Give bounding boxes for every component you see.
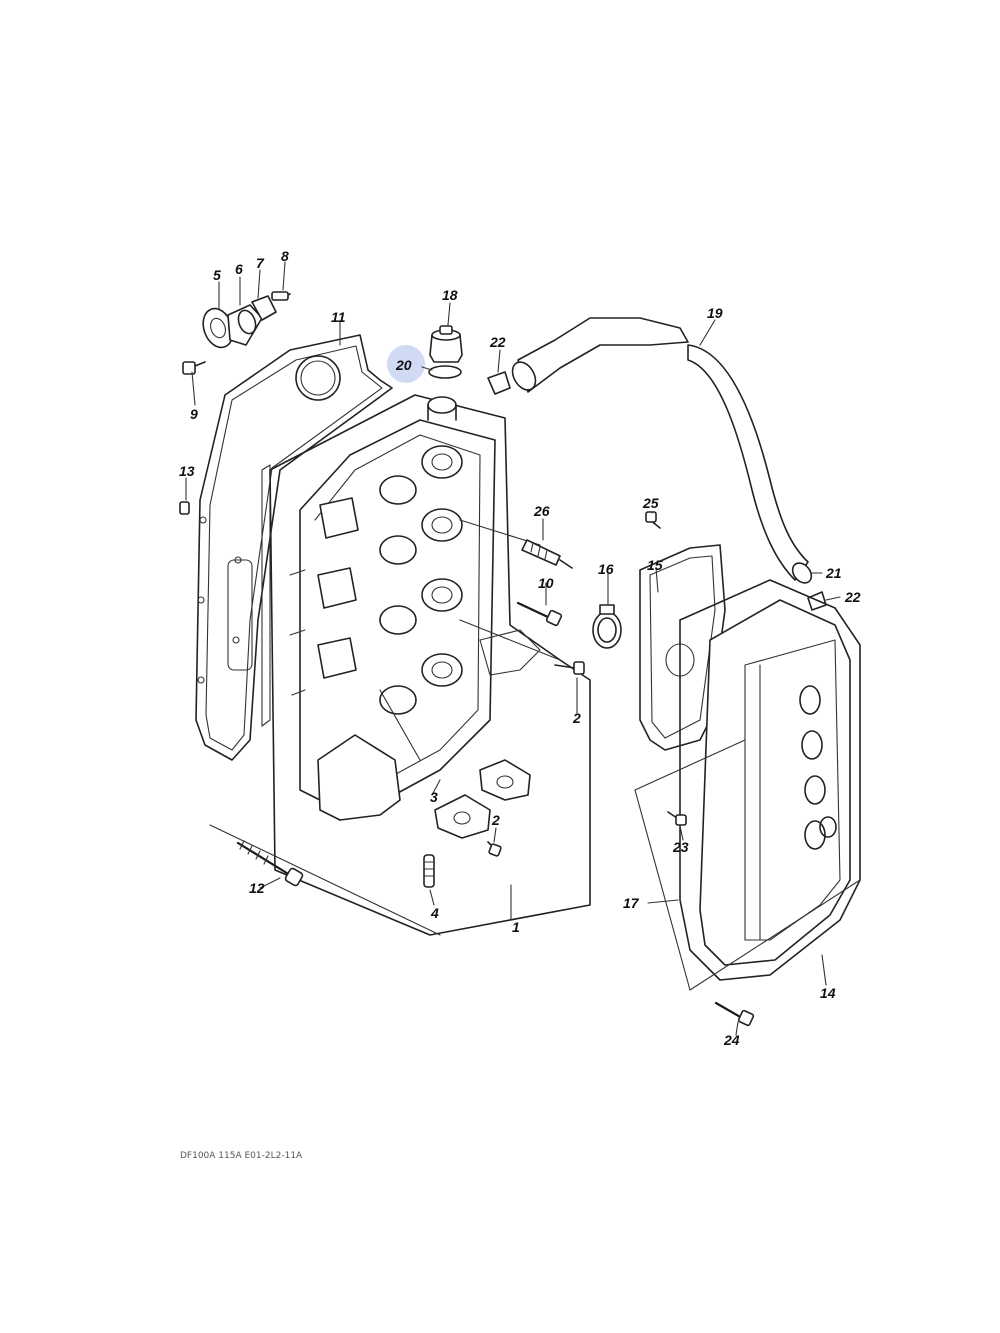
dowel-13 — [179, 501, 190, 515]
thermostat-group — [182, 291, 291, 375]
selected-callout-highlight — [387, 345, 425, 383]
breather-hose — [487, 317, 827, 611]
callout-9[interactable]: 9 — [190, 406, 198, 422]
cylinder-head — [269, 394, 591, 936]
callout-12[interactable]: 12 — [249, 880, 265, 896]
callout-14[interactable]: 14 — [820, 985, 836, 1001]
leader-lines — [185, 261, 841, 1036]
cam-caps — [434, 661, 585, 857]
callout-4[interactable]: 4 — [430, 905, 439, 921]
callout-2-lower[interactable]: 2 — [491, 812, 500, 828]
callout-10[interactable]: 10 — [538, 575, 554, 591]
head-cover — [634, 579, 861, 1027]
callout-22-lower[interactable]: 22 — [844, 589, 861, 605]
callout-26[interactable]: 26 — [533, 503, 550, 519]
bolt-12 — [209, 824, 441, 936]
callout-19[interactable]: 19 — [707, 305, 723, 321]
callout-20[interactable]: 20 — [395, 357, 412, 373]
callout-23[interactable]: 23 — [672, 839, 689, 855]
callout-2-upper[interactable]: 2 — [572, 710, 581, 726]
callout-5[interactable]: 5 — [213, 267, 221, 283]
oil-filler-cap — [428, 325, 463, 379]
cam-lobes — [379, 445, 463, 715]
callout-16[interactable]: 16 — [598, 561, 614, 577]
callout-24[interactable]: 24 — [723, 1032, 740, 1048]
head-gasket — [195, 334, 393, 761]
callout-1[interactable]: 1 — [512, 919, 520, 935]
callout-25[interactable]: 25 — [642, 495, 659, 511]
callout-13[interactable]: 13 — [179, 463, 195, 479]
diagram-code: DF100A 115A E01-2L2-11A — [180, 1151, 303, 1161]
callout-7[interactable]: 7 — [256, 255, 265, 271]
sensor-26 — [521, 539, 573, 569]
callout-21[interactable]: 21 — [825, 565, 842, 581]
callout-3[interactable]: 3 — [430, 789, 438, 805]
callout-22-upper[interactable]: 22 — [489, 334, 506, 350]
callout-6[interactable]: 6 — [235, 261, 243, 277]
callout-15[interactable]: 15 — [647, 557, 663, 573]
callout-17[interactable]: 17 — [623, 895, 640, 911]
side-ports — [289, 497, 359, 696]
callout-18[interactable]: 18 — [442, 287, 458, 303]
callout-11[interactable]: 11 — [331, 309, 346, 325]
seal-16 — [592, 604, 622, 649]
callout-labels: 1 2 2 3 4 5 6 7 8 9 10 11 12 13 14 15 16… — [179, 248, 861, 1048]
callout-8[interactable]: 8 — [281, 248, 289, 264]
bolt-10 — [516, 601, 563, 627]
dowel-pin-4 — [423, 854, 435, 888]
